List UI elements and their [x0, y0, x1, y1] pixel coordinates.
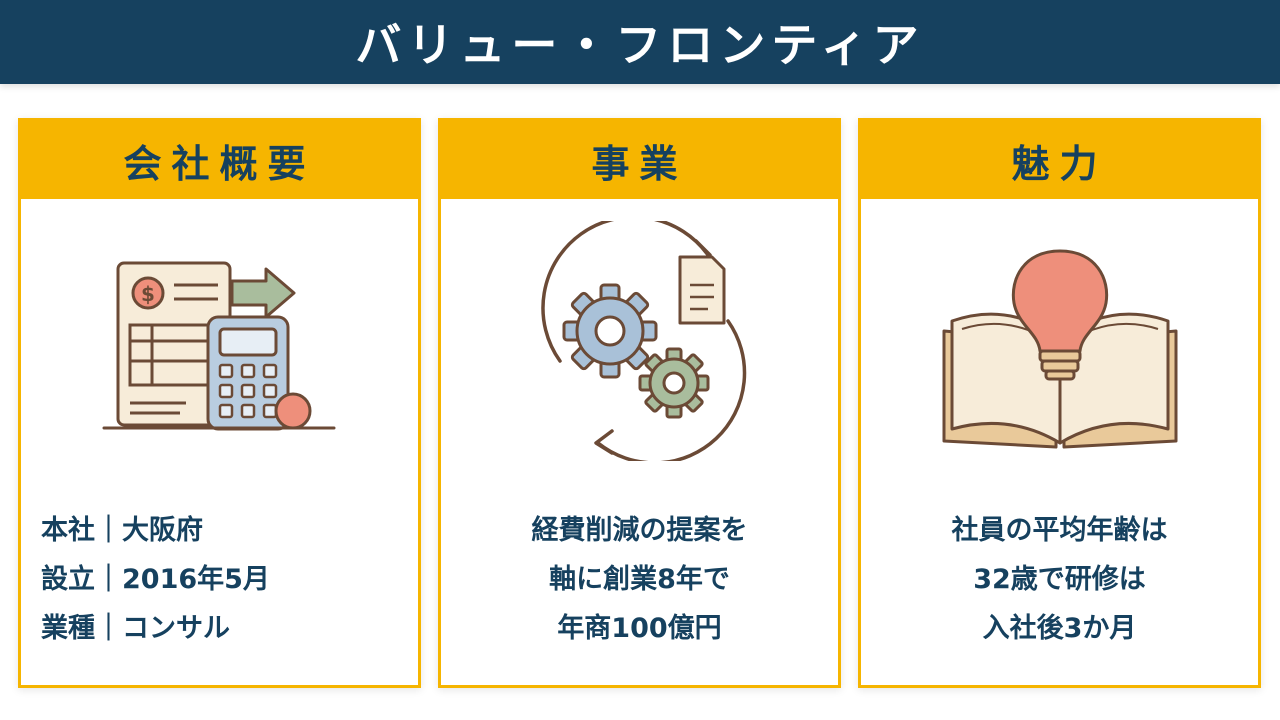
- header-bar: バリュー・フロンティア: [0, 0, 1280, 84]
- svg-text:$: $: [141, 282, 155, 306]
- page-title: バリュー・フロンティア: [355, 18, 925, 72]
- card-business: 事業: [438, 118, 841, 688]
- info-line: 設立｜2016年5月: [41, 564, 270, 595]
- card-company-overview: 会社概要 $: [18, 118, 421, 688]
- info-line: 軸に創業8年で: [549, 564, 730, 595]
- info-line: 社員の平均年齢は: [951, 515, 1168, 546]
- card-title: 魅力: [1011, 141, 1108, 186]
- info-line: 入社後3か月: [982, 613, 1137, 644]
- card-header: 魅力: [861, 121, 1258, 199]
- open-book-lightbulb-icon: [930, 221, 1190, 461]
- card-body: 本社｜大阪府 設立｜2016年5月 業種｜コンサル: [21, 506, 418, 653]
- card-body: 社員の平均年齢は 32歳で研修は 入社後3か月: [861, 506, 1258, 653]
- info-line: 32歳で研修は: [973, 564, 1146, 595]
- card-title: 事業: [591, 141, 688, 186]
- gears-cycle-document-icon: [510, 221, 770, 461]
- info-line: 年商100億円: [557, 613, 722, 644]
- info-line: 経費削減の提案を: [531, 515, 748, 546]
- card-header: 会社概要: [21, 121, 418, 199]
- card-appeal: 魅力 社員の平均年齢は 32歳で研修は 入社後3か月: [858, 118, 1261, 688]
- card-header: 事業: [441, 121, 838, 199]
- finance-document-calculator-icon: $: [90, 221, 350, 461]
- card-title: 会社概要: [123, 141, 316, 186]
- card-body: 経費削減の提案を 軸に創業8年で 年商100億円: [441, 506, 838, 653]
- info-line: 業種｜コンサル: [41, 613, 230, 644]
- info-line: 本社｜大阪府: [41, 515, 203, 546]
